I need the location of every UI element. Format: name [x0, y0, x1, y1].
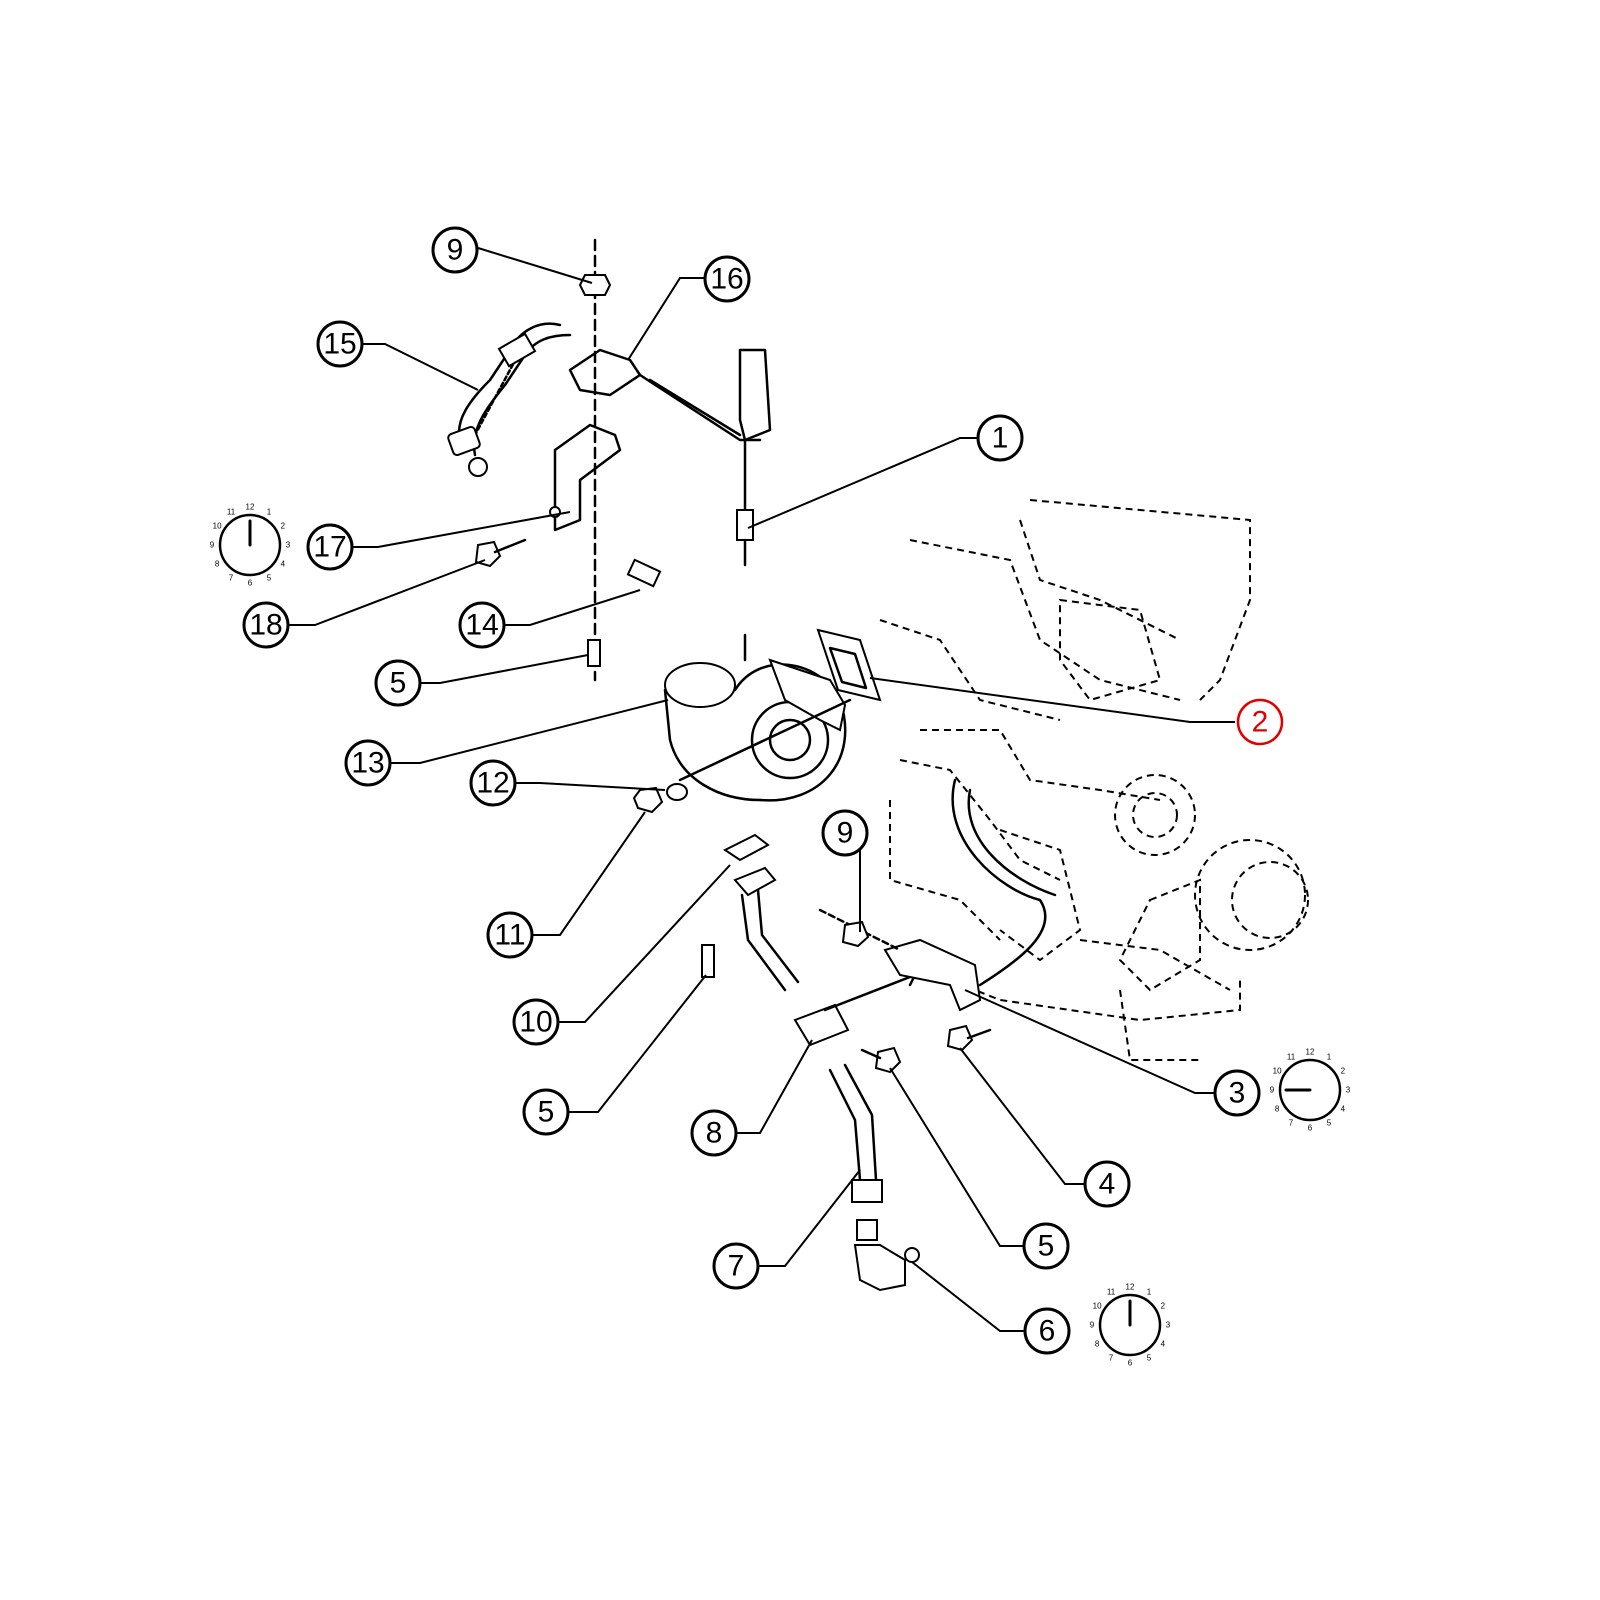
lower-bracket [818, 908, 992, 1074]
torque-dial: 12 12 3 45 6 78 9 10 11 [1270, 1048, 1351, 1133]
dial-number: 1 [1147, 1288, 1152, 1297]
callout-11: 11 [486, 911, 534, 959]
dial-number: 11 [1107, 1288, 1116, 1297]
callout-13: 13 [344, 739, 392, 787]
callout-label: 5 [390, 667, 407, 700]
callout-label: 3 [1229, 1077, 1246, 1110]
dial-number: 7 [229, 573, 234, 582]
callout-7: 7 [712, 1242, 760, 1290]
callout-label: 1 [992, 422, 1009, 455]
callout-label: 9 [447, 234, 464, 267]
callout-label: 4 [1099, 1168, 1116, 1201]
dial-number: 12 [1126, 1283, 1135, 1292]
callout-3: 3 [1213, 1069, 1261, 1117]
dial-number: 4 [1341, 1105, 1346, 1114]
dial-number: 2 [1341, 1067, 1346, 1076]
callout-9: 9 [821, 809, 869, 857]
dial-number: 1 [267, 508, 272, 517]
callout-10: 10 [512, 998, 560, 1046]
callout-label: 17 [313, 531, 346, 564]
callout-5: 5 [522, 1088, 570, 1136]
sensor-fitting [736, 438, 754, 567]
dial-number: 12 [246, 503, 255, 512]
dial-number: 11 [1287, 1053, 1296, 1062]
dial-number: 7 [1109, 1353, 1114, 1362]
callout-1: 1 [976, 414, 1024, 462]
turbo-gasket [816, 628, 882, 702]
callout-8: 8 [690, 1109, 738, 1157]
callout-label: 18 [249, 609, 282, 642]
dial-number: 4 [1161, 1340, 1166, 1349]
callout-9: 9 [431, 226, 479, 274]
callout-label: 5 [1038, 1230, 1055, 1263]
callout-5: 5 [374, 659, 422, 707]
dial-number: 5 [267, 573, 272, 582]
callout-label: 13 [351, 747, 384, 780]
callout-label: 14 [465, 609, 498, 642]
dial-number: 11 [227, 508, 236, 517]
torque-dial: 12 12 3 45 6 78 9 10 11 [210, 503, 291, 588]
callout-bubbles: 9 16 15 1 17 18 14 5 2 13 12 [242, 226, 1284, 1355]
dial-number: 2 [1161, 1302, 1166, 1311]
callout-14: 14 [458, 601, 506, 649]
dial-number: 5 [1147, 1353, 1152, 1362]
callout-label: 9 [837, 817, 854, 850]
dial-number: 8 [1095, 1340, 1100, 1349]
callout-18: 18 [242, 601, 290, 649]
callout-16: 16 [703, 255, 751, 303]
dial-number: 8 [215, 560, 220, 569]
dial-number: 5 [1327, 1118, 1332, 1127]
dial-number: 7 [1289, 1118, 1294, 1127]
dial-number: 3 [286, 541, 291, 550]
callout-label: 12 [476, 767, 509, 800]
oil-feed-line [447, 322, 572, 477]
leader-lines [288, 247, 1235, 1332]
callout-label: 11 [494, 919, 525, 952]
dial-number: 4 [281, 560, 286, 569]
torque-dials: 1212345678910111212345678910111212345678… [210, 503, 1351, 1368]
dial-number: 3 [1346, 1086, 1351, 1095]
engine-block-outline [879, 499, 1309, 1061]
dial-number: 10 [213, 522, 222, 531]
top-nut [578, 238, 612, 682]
bolts-upper [474, 538, 662, 667]
dial-number: 12 [1306, 1048, 1315, 1057]
callout-label: 7 [728, 1250, 745, 1283]
torque-dial: 12 12 3 45 6 78 9 10 11 [1090, 1283, 1171, 1368]
support-bracket [549, 348, 772, 532]
dial-number: 6 [1308, 1124, 1313, 1133]
callout-label: 15 [323, 328, 356, 361]
callout-6: 6 [1023, 1307, 1071, 1355]
callout-label: 8 [706, 1117, 723, 1150]
callout-label: 16 [710, 263, 743, 296]
dial-number: 10 [1273, 1067, 1282, 1076]
dial-number: 8 [1275, 1105, 1280, 1114]
nut-and-washer [632, 698, 852, 814]
callout-label: 10 [519, 1006, 552, 1039]
callout-2-highlighted: 2 [1236, 698, 1284, 746]
dial-number: 2 [281, 522, 286, 531]
callout-label: 2 [1252, 706, 1269, 739]
callout-15: 15 [316, 320, 364, 368]
callout-label: 5 [538, 1096, 555, 1129]
dial-number: 3 [1166, 1321, 1171, 1330]
callout-4: 4 [1083, 1160, 1131, 1208]
callout-12: 12 [469, 759, 517, 807]
dial-number: 9 [1270, 1086, 1275, 1095]
dial-number: 6 [1128, 1359, 1133, 1368]
dial-number: 10 [1093, 1302, 1102, 1311]
callout-5: 5 [1022, 1222, 1070, 1270]
oil-drain-assembly [701, 833, 920, 1292]
dial-number: 6 [248, 579, 253, 588]
dial-number: 9 [1090, 1321, 1095, 1330]
dial-number: 9 [210, 541, 215, 550]
dial-number: 1 [1327, 1053, 1332, 1062]
callout-label: 6 [1039, 1315, 1056, 1348]
callout-17: 17 [306, 523, 354, 571]
